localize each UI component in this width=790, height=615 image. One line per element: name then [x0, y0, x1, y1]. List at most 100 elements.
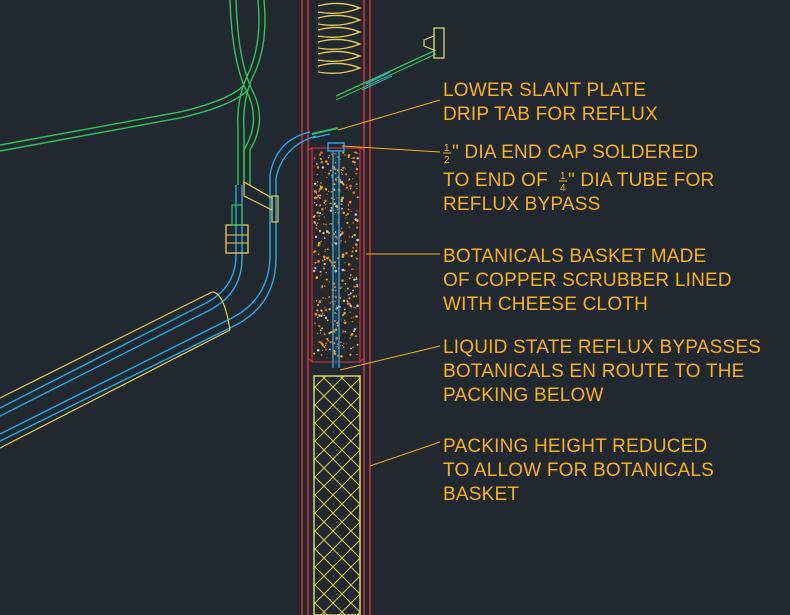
speckle: [328, 308, 331, 311]
speckle: [355, 183, 358, 186]
speckle: [317, 222, 319, 224]
callout-line: PACKING BELOW: [443, 385, 604, 406]
speckle: [320, 314, 323, 318]
speckle: [323, 314, 325, 317]
speckle: [346, 287, 349, 290]
speckle: [350, 254, 353, 258]
speckle: [352, 246, 354, 249]
speckle: [355, 276, 358, 279]
speckle: [316, 303, 320, 307]
speckle: [356, 219, 358, 221]
speckle: [354, 213, 358, 216]
speckle: [336, 321, 339, 325]
speckle: [324, 237, 326, 239]
speckle: [327, 256, 329, 258]
speckle: [328, 231, 331, 235]
speckle: [321, 313, 323, 315]
speckle: [336, 345, 338, 347]
speckle: [344, 282, 347, 285]
speckle: [321, 349, 324, 352]
speckle: [323, 333, 326, 336]
speckle: [318, 196, 320, 199]
speckle: [344, 319, 346, 321]
speckle: [324, 308, 328, 312]
speckle: [324, 249, 326, 251]
speckle: [325, 230, 329, 233]
speckle: [341, 169, 344, 172]
callout-line-prefix: TO END OF: [443, 170, 548, 191]
callout-line: OF COPPER SCRUBBER LINED: [443, 270, 732, 291]
speckle: [326, 193, 328, 195]
speckle: [343, 342, 345, 345]
speckle: [356, 187, 358, 190]
speckle: [341, 279, 344, 282]
speckle: [351, 268, 353, 271]
speckle: [334, 300, 336, 303]
speckle: [340, 232, 344, 235]
speckle: [324, 199, 327, 202]
speckle: [330, 197, 333, 199]
packing: [313, 375, 361, 615]
speckle: [316, 184, 318, 186]
speckle: [324, 316, 328, 320]
speckle: [318, 153, 322, 156]
speckle: [342, 299, 346, 303]
speckle: [351, 160, 355, 163]
speckle: [330, 330, 333, 334]
speckle: [356, 238, 359, 242]
speckle: [322, 255, 326, 259]
speckle: [317, 244, 320, 247]
speckle: [318, 300, 321, 303]
callout-line: LOWER SLANT PLATE: [443, 80, 646, 101]
speckle: [347, 156, 350, 159]
speckle: [355, 307, 357, 309]
speckle: [320, 160, 324, 164]
speckle: [323, 258, 326, 261]
speckle: [343, 321, 347, 325]
speckle: [315, 276, 319, 279]
speckle: [353, 330, 355, 333]
speckle: [356, 257, 358, 260]
callout-packing-height: PACKING HEIGHT REDUCED TO ALLOW FOR BOTA…: [443, 436, 714, 505]
speckle: [352, 222, 354, 224]
speckle: [344, 330, 347, 333]
speckle: [316, 180, 319, 183]
speckle: [329, 202, 331, 205]
callout-lower-slant-plate: LOWER SLANT PLATE DRIP TAB FOR REFLUX: [443, 80, 658, 125]
speckle: [321, 312, 324, 314]
speckle: [318, 204, 322, 207]
speckle: [317, 194, 320, 197]
speckle: [328, 223, 331, 225]
speckle: [356, 353, 358, 356]
speckle: [312, 215, 316, 218]
speckle: [345, 186, 348, 189]
speckle: [313, 352, 316, 355]
speckle: [347, 205, 349, 207]
speckle: [353, 316, 355, 318]
speckle: [340, 354, 343, 358]
speckle: [327, 248, 329, 250]
speckle: [356, 343, 359, 346]
speckle: [352, 157, 354, 159]
speckle: [318, 219, 320, 221]
speckle: [344, 154, 346, 156]
speckle: [326, 257, 329, 260]
speckle: [321, 327, 324, 330]
speckle: [313, 190, 316, 192]
return-pipe: [0, 131, 317, 449]
speckle: [349, 187, 352, 190]
speckle: [316, 163, 318, 165]
speckle: [315, 227, 318, 229]
upper-green-pipes: [0, 0, 266, 185]
speckle: [326, 162, 330, 166]
speckle: [343, 311, 346, 315]
speckle: [343, 308, 346, 311]
speckle: [345, 343, 347, 345]
speckle: [313, 157, 316, 159]
speckle: [355, 226, 359, 229]
speckle: [344, 241, 347, 243]
speckle: [336, 325, 339, 327]
speckle: [352, 268, 354, 270]
speckle: [322, 267, 326, 270]
